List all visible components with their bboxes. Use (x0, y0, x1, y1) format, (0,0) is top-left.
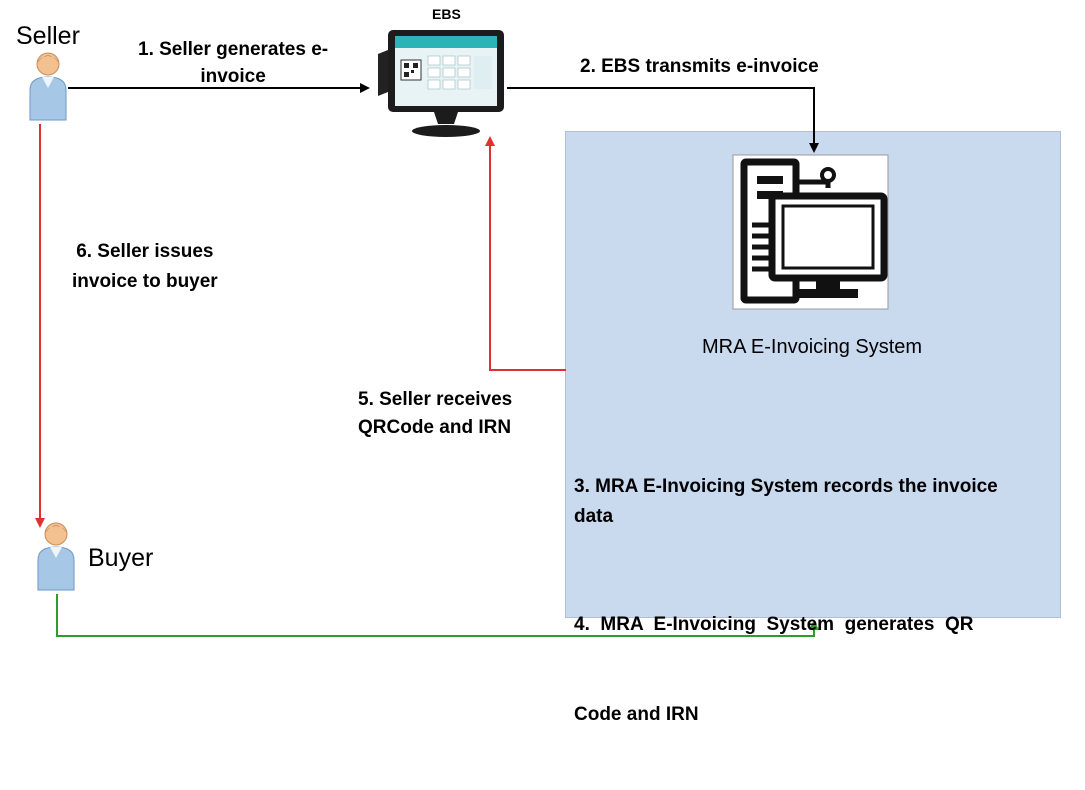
person-icon (37, 522, 75, 591)
step-6-label: 6. Seller issues invoice to buyer (72, 237, 218, 297)
step-5-line-2: QRCode and IRN (358, 417, 512, 438)
step-4-line-1: 4. MRA E-Invoicing System generates QR (574, 614, 974, 635)
ebs-label: EBS (432, 6, 461, 22)
arrow-ebs-to-system (507, 87, 819, 153)
step-6-line-2: invoice to buyer (72, 271, 218, 292)
step-5-label: 5. Seller receives QRCode and IRN (358, 386, 512, 442)
step-4-label: 4. MRA E-Invoicing System generates QR C… (574, 550, 973, 790)
diagram: Seller Buyer EBS MRA E-Invoicing System … (16, 6, 1061, 725)
step-3-line-1: 3. MRA E-Invoicing System records the in… (574, 476, 998, 497)
step-6-line-1: 6. Seller issues (76, 241, 214, 262)
arrow-system-to-ebs (485, 136, 566, 371)
person-icon (29, 52, 67, 121)
system-label: MRA E-Invoicing System (702, 336, 923, 358)
pos-terminal-icon (378, 30, 504, 137)
step-3-label: 3. MRA E-Invoicing System records the in… (574, 472, 998, 532)
desktop-computer-icon (732, 154, 889, 310)
connectors (29, 30, 889, 637)
buyer-label: Buyer (88, 544, 154, 572)
step-1-line-2: invoice (200, 66, 266, 87)
seller-label: Seller (16, 22, 80, 50)
step-4-line-2: Code and IRN (574, 704, 699, 725)
arrow-buyer-to-system (56, 594, 819, 637)
step-3-line-2: data (574, 506, 614, 527)
step-5-line-1: 5. Seller receives (358, 389, 513, 410)
step-2-label: 2. EBS transmits e-invoice (580, 56, 819, 77)
step-1-label: 1. Seller generates e- invoice (138, 36, 328, 90)
step-1-line-1: 1. Seller generates e- (138, 39, 329, 60)
